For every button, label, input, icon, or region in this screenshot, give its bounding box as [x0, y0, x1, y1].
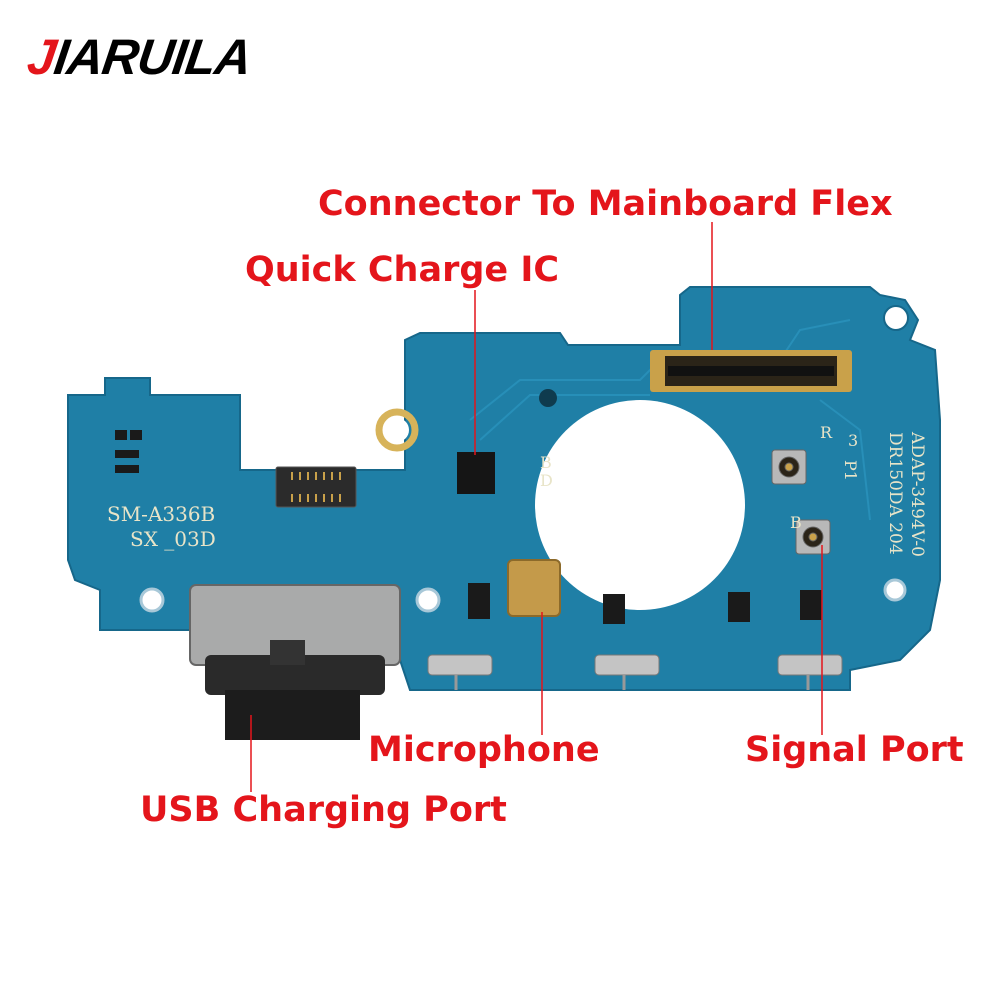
- svg-text:B: B: [540, 453, 552, 472]
- microphone-component: [507, 559, 561, 617]
- svg-text:DR150DA 204: DR150DA 204: [885, 432, 905, 555]
- svg-text:R: R: [820, 423, 833, 442]
- silk-revision: SX _03D: [130, 527, 216, 551]
- svg-text:P1: P1: [841, 460, 860, 481]
- leader-lines: [250, 222, 823, 792]
- quick-charge-ic: [457, 452, 495, 494]
- small-connector: [275, 466, 357, 508]
- label-signal-port: Signal Port: [745, 730, 964, 770]
- usb-c-port: [189, 584, 401, 740]
- silk-model: SM-A336B: [107, 502, 215, 526]
- svg-text:B: B: [790, 513, 802, 532]
- svg-text:3: 3: [848, 431, 858, 450]
- mainboard-connector: [650, 350, 852, 392]
- svg-text:D: D: [540, 471, 553, 490]
- label-usb-charging-port: USB Charging Port: [140, 790, 507, 830]
- label-quick-charge-ic: Quick Charge IC: [245, 250, 560, 290]
- label-connector: Connector To Mainboard Flex: [318, 184, 893, 224]
- center-cutout: [535, 400, 745, 610]
- svg-text:ADAP-3494V-0: ADAP-3494V-0: [907, 431, 927, 557]
- label-microphone: Microphone: [368, 730, 600, 770]
